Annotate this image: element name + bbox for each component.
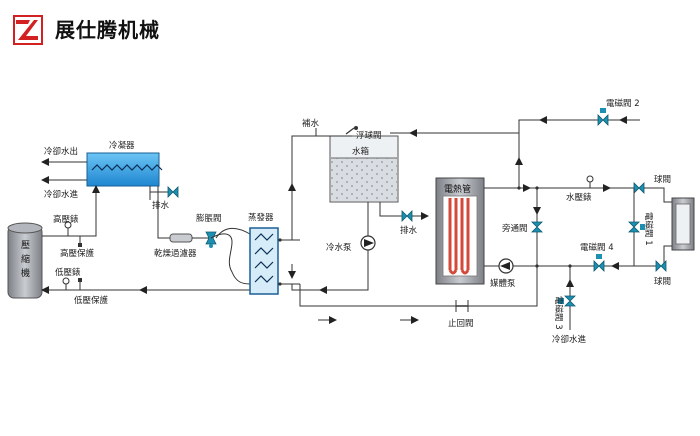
tank-drain-label: 排水 [400, 225, 418, 236]
expansion-valve[interactable] [205, 231, 217, 248]
compressor [7, 222, 43, 299]
compressor-label-3: 機 [21, 267, 30, 279]
electric-heater-label: 電熱管 [444, 183, 471, 195]
high-pressure-line [42, 185, 100, 237]
bypass-valve[interactable] [531, 221, 543, 233]
high-pressure-gauge-icon [64, 221, 72, 229]
compressor-label-1: 壓 [21, 240, 30, 251]
water-pressure-gauge-label: 水壓錶 [566, 192, 592, 203]
ball-valve-top-label: 球閥 [654, 174, 671, 185]
float-valve-label: 浮球閥 [356, 130, 382, 141]
condenser [86, 152, 163, 187]
chilled-water-in-label: 冷卻水進 [44, 189, 79, 200]
water-pressure-gauge-icon [586, 175, 594, 183]
water-tank [329, 135, 399, 203]
chilled-water-pump-label: 冷水泵 [326, 242, 352, 253]
bypass-valve-label: 旁通閥 [502, 223, 528, 234]
drain-left-label: 排水 [152, 200, 170, 211]
brand-name: 展仕腾机械 [55, 18, 160, 42]
medium-pump-icon [498, 258, 514, 274]
ball-valve-top[interactable] [633, 182, 645, 194]
low-pressure-gauge-icon [62, 277, 70, 285]
evaporator-label: 蒸發器 [248, 212, 274, 223]
check-valve-label: 止回閥 [448, 318, 474, 329]
compressor-label-2: 縮 [21, 253, 30, 265]
solenoid-valve-4[interactable] [593, 254, 605, 272]
solenoid-valve-1-label: 電磁閥 1 [643, 212, 654, 246]
water-tank-label: 水箱 [352, 146, 370, 157]
solenoid-valve-3[interactable] [558, 295, 576, 307]
solenoid-valve-1[interactable] [628, 221, 645, 233]
ball-valve-bottom[interactable] [655, 260, 667, 272]
high-pressure-gauge-label: 高壓錶 [53, 214, 79, 225]
evaporator [249, 227, 279, 295]
low-pressure-switch-icon [78, 278, 82, 282]
brand-logo [13, 15, 43, 45]
high-pressure-switch-icon [78, 243, 82, 247]
solenoid-valve-2[interactable] [597, 108, 609, 126]
solenoid-valve-3-label: 電磁閥 3 [553, 296, 564, 330]
tank-drain-valve[interactable] [401, 210, 413, 222]
check-valve[interactable] [455, 300, 469, 312]
expansion-valve-label: 膨脹閥 [196, 213, 222, 224]
condenser-label: 冷凝器 [109, 140, 135, 151]
dryer-filter-label: 乾燥過濾器 [154, 248, 197, 259]
chilled-water-out-label: 冷卻水出 [44, 146, 78, 157]
low-pressure-gauge-label: 低壓錶 [55, 267, 81, 278]
solenoid-valve-2-label: 電磁閥 2 [606, 98, 640, 109]
cooling-water-in-bottom-label: 冷卻水進 [552, 334, 587, 345]
make-up-water-label: 補水 [302, 118, 320, 129]
chilled-water-pump-icon [360, 235, 376, 251]
high-pressure-protect-label: 高壓保護 [60, 248, 95, 259]
medium-pump-label: 媒體泵 [490, 278, 516, 289]
electric-heater [435, 177, 485, 285]
process-equipment [671, 197, 695, 251]
solenoid-valve-4-label: 電磁閥 4 [580, 242, 614, 253]
low-pressure-protect-label: 低壓保護 [74, 295, 109, 306]
float-valve[interactable] [345, 126, 358, 135]
ball-valve-bottom-label: 球閥 [654, 276, 671, 287]
dryer-filter [169, 233, 193, 243]
condenser-drain-valve[interactable] [167, 186, 179, 198]
